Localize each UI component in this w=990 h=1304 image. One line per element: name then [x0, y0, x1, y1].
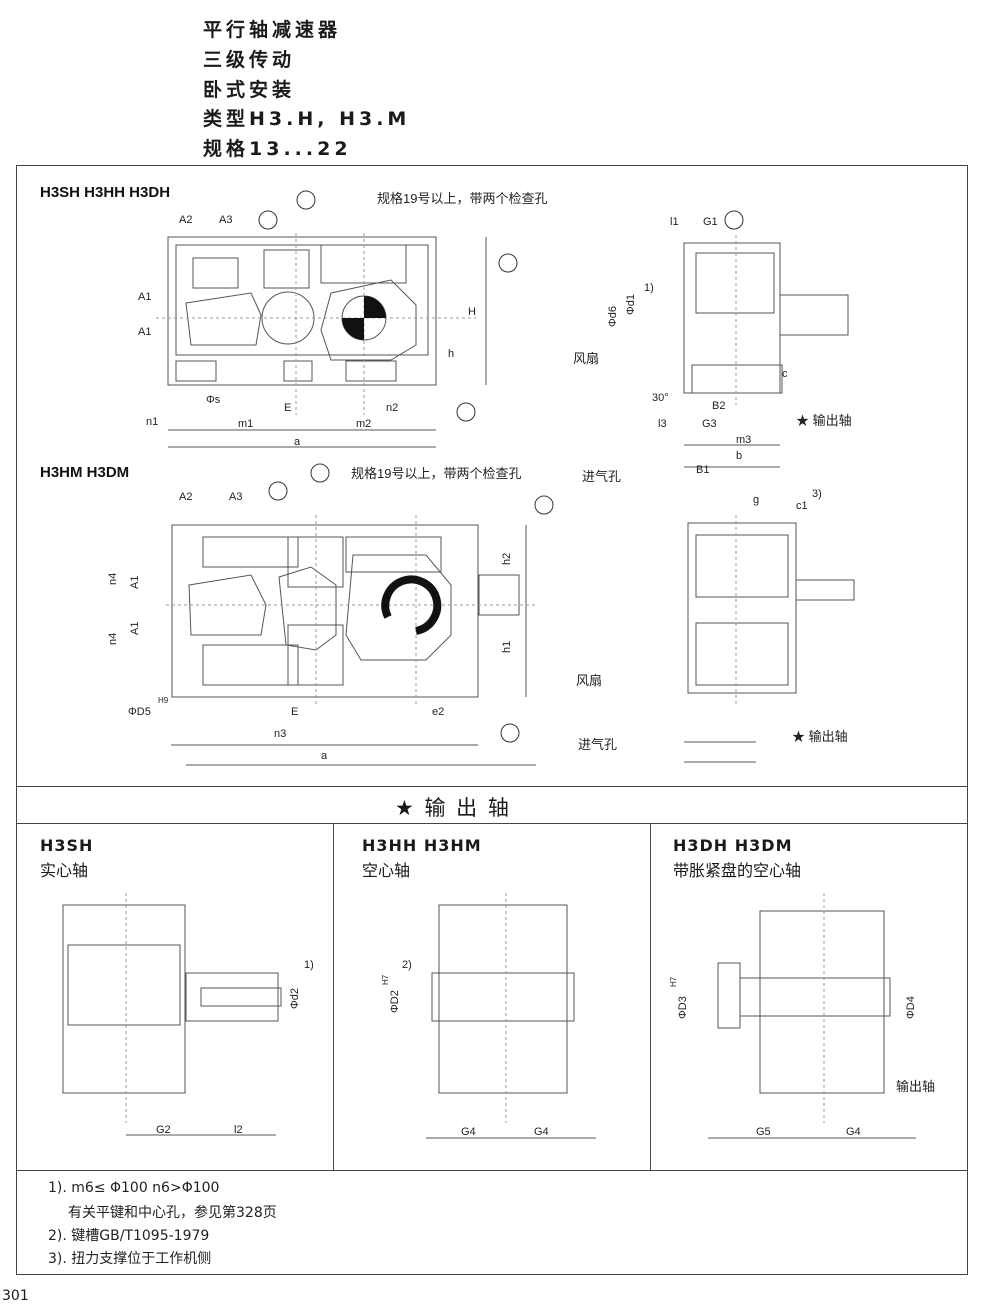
oil-drain-icon-2: [500, 723, 520, 743]
panel-1-subtitle: 实心轴: [40, 861, 89, 880]
panel-3-title: H3DH H3DM: [673, 836, 793, 855]
label-H: H: [468, 306, 476, 318]
label-G1: G1: [703, 216, 718, 228]
label-a1-b2: A1: [129, 622, 141, 635]
output-shaft-drawings: G2 l2 Φd2 1) G4 G4 ΦD2 H7 2) G5 G4 ΦD3 H…: [62, 893, 935, 1139]
label-30deg: 30°: [652, 392, 669, 404]
label-G3: G3: [702, 418, 717, 430]
label-l3: l3: [658, 418, 667, 430]
header-line-5: 规格13...22: [203, 138, 352, 160]
footnote-1: 1). m6≤ Φ100 n6>Φ100: [48, 1180, 220, 1196]
dim-phiD2: ΦD2: [389, 990, 401, 1013]
inspection-note-1: 规格19号以上，带两个检查孔: [377, 191, 547, 206]
dim-G4-c: G4: [846, 1126, 861, 1138]
label-m1: m1: [238, 418, 253, 430]
label-a: a: [294, 436, 301, 448]
inspection-note-2: 规格19号以上，带两个检查孔: [351, 466, 521, 481]
dim-G4-a: G4: [461, 1126, 476, 1138]
label-n3: n3: [274, 728, 286, 740]
label-g: g: [753, 494, 759, 506]
label-h2: h2: [501, 553, 513, 565]
label-a2-b: A2: [179, 491, 192, 503]
label-phid1: Φd1: [625, 294, 637, 315]
label-B2: B2: [712, 400, 725, 412]
dim-note1: 1): [304, 959, 314, 971]
label-a1-b1: A1: [129, 576, 141, 589]
label-fan-bottom: 风扇: [576, 673, 602, 688]
dim-phiD4: ΦD4: [905, 996, 917, 1019]
label-a3: A3: [219, 214, 232, 226]
label-H9: H9: [158, 696, 169, 705]
label-n2: n2: [386, 402, 398, 414]
label-phis: Φs: [206, 394, 221, 406]
label-e2: e2: [432, 706, 444, 718]
label-E: E: [284, 402, 291, 414]
label-a-b: a: [321, 750, 328, 762]
oil-level-icon: [498, 253, 518, 273]
breather-icon-2: [310, 463, 330, 483]
dim-h7-b: H7: [669, 976, 678, 987]
label-c1: c1: [796, 500, 808, 512]
label-n4-top: n4: [107, 573, 119, 585]
label-output-top: ★ 输出轴: [796, 413, 852, 428]
label-a1-top: A1: [138, 291, 151, 303]
label-h: h: [448, 348, 454, 360]
output-section-title: ★ 输 出 轴: [395, 796, 511, 820]
label-b: b: [736, 450, 742, 462]
label-n4-bottom: n4: [107, 633, 119, 645]
panel-1-title: H3SH: [40, 836, 94, 855]
dim-note2: 2): [402, 959, 412, 971]
panel-2-subtitle: 空心轴: [362, 861, 411, 880]
label-n1: n1: [146, 416, 158, 428]
label-h1: h1: [501, 641, 513, 653]
breather-icon: [296, 190, 316, 210]
panel-3-subtitle: 带胀紧盘的空心轴: [673, 861, 802, 880]
dim-phid2: Φd2: [289, 988, 301, 1009]
label-output-bottom: ★ 输出轴: [792, 729, 848, 744]
oil-drain-icon: [456, 402, 476, 422]
label-a1-bottom: A1: [138, 326, 151, 338]
label-note1: 1): [644, 282, 654, 294]
label-l1: l1: [670, 216, 679, 228]
label-E-b: E: [291, 706, 298, 718]
dim-phiD3: ΦD3: [677, 996, 689, 1019]
label-fan-top: 风扇: [573, 351, 599, 366]
label-a3-b: A3: [229, 491, 242, 503]
label-note3: 3): [812, 488, 822, 500]
h3sh-title: H3SH H3HH H3DH: [40, 184, 170, 201]
oil-level-icon-2: [534, 495, 554, 515]
page-number: 301: [2, 1288, 29, 1304]
label-c: c: [782, 368, 788, 380]
header-line-4: 类型H3.H, H3.M: [203, 108, 411, 130]
dim-G2: G2: [156, 1124, 171, 1136]
panel-2-title: H3HH H3HM: [362, 836, 482, 855]
footnote-1b: 有关平键和中心孔，参见第328页: [68, 1205, 277, 1221]
footnotes-frame: [16, 1170, 968, 1275]
label-a2: A2: [179, 214, 192, 226]
header-line-2: 三级传动: [203, 49, 296, 71]
label-B1: B1: [696, 464, 709, 476]
oil-fill-icon: [258, 210, 278, 230]
label-output-shaft: 输出轴: [896, 1079, 935, 1094]
dim-G4-b: G4: [534, 1126, 549, 1138]
header-line-1: 平行轴减速器: [203, 19, 342, 41]
dim-h7-a: H7: [381, 974, 390, 985]
label-phiD5: ΦD5: [128, 706, 151, 718]
label-intake-top: 进气孔: [582, 469, 621, 484]
label-intake-bottom: 进气孔: [578, 737, 617, 752]
label-m3: m3: [736, 434, 751, 446]
footnote-2: 2). 键槽GB/T1095-1979: [48, 1228, 210, 1244]
label-m2: m2: [356, 418, 371, 430]
h3hm-title: H3HM H3DM: [40, 464, 129, 481]
dim-G5: G5: [756, 1126, 771, 1138]
upper-drawings: H3SH H3HH H3DH H3HM H3DM 规格19号以上，带两个检查孔 …: [40, 184, 855, 766]
dim-l2: l2: [234, 1124, 243, 1136]
header-line-3: 卧式安装: [203, 79, 296, 101]
footnote-3: 3). 扭力支撑位于工作机侧: [48, 1251, 212, 1267]
side-breather-icon: [724, 210, 744, 230]
label-phid6: Φd6: [607, 306, 619, 327]
oil-fill-icon-2: [268, 481, 288, 501]
